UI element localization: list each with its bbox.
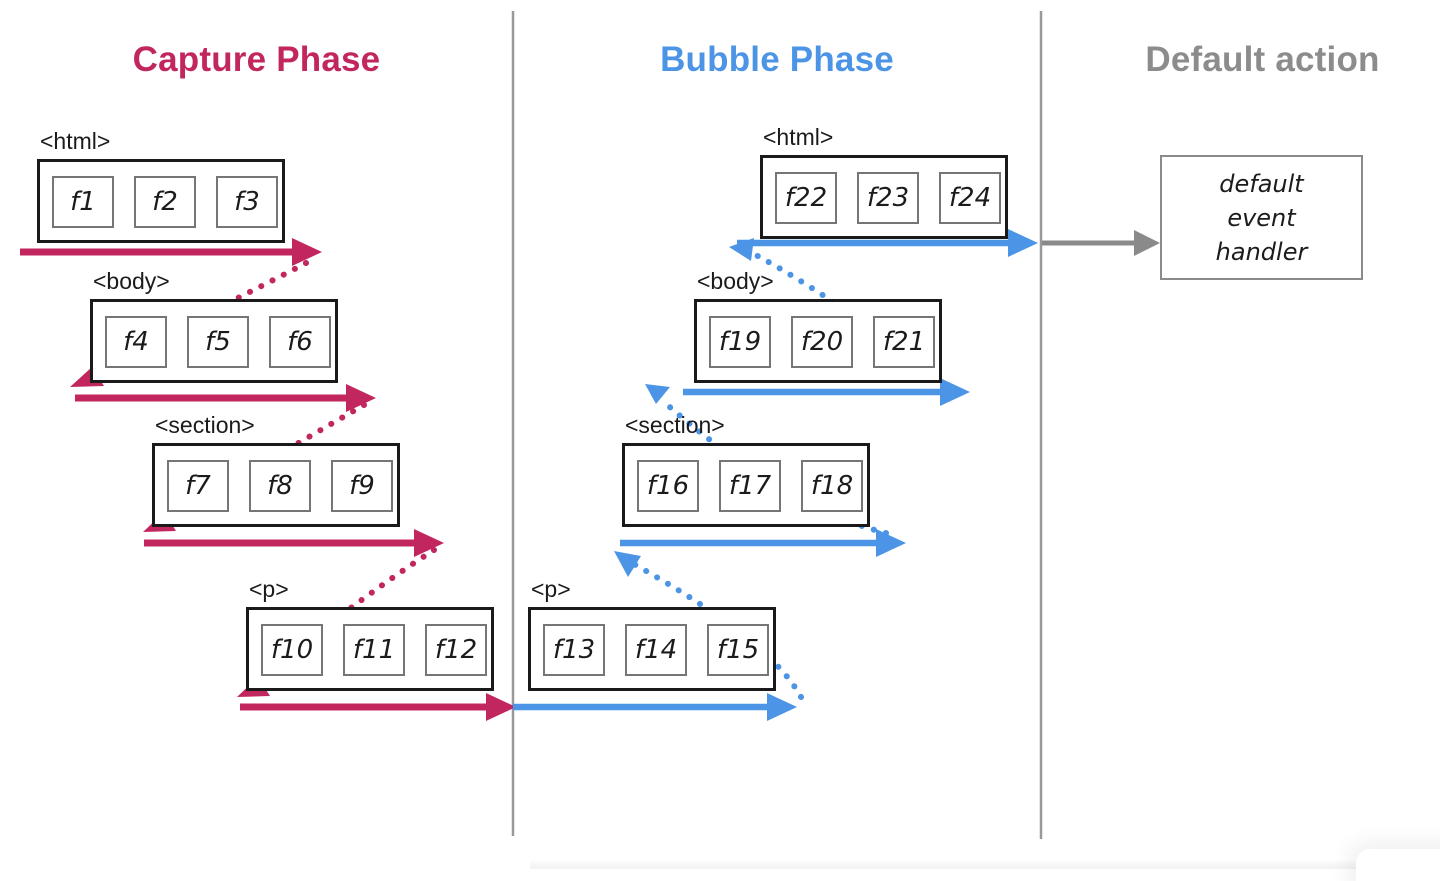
element-tag-label: <section> — [155, 412, 255, 438]
handler-f15: f15 — [707, 624, 769, 676]
handler-f1: f1 — [52, 176, 114, 228]
handler-f22: f22 — [775, 172, 837, 224]
element-tag-label: <p> — [249, 576, 289, 602]
capture-p-box: f10 f11 f12 — [246, 607, 494, 691]
bottom-edge-shading — [530, 861, 1440, 869]
bubble-node-p: <p> f13 f14 f15 — [528, 576, 776, 691]
handler-f3: f3 — [216, 176, 278, 228]
element-tag-label: <body> — [93, 268, 170, 294]
handler-f13: f13 — [543, 624, 605, 676]
bubble-node-html: <html> f22 f23 f24 — [760, 124, 1008, 239]
handler-f2: f2 — [134, 176, 196, 228]
bubble-node-section: <section> f16 f17 f18 — [622, 412, 870, 527]
element-tag-label: <p> — [531, 576, 571, 602]
handler-f23: f23 — [857, 172, 919, 224]
handler-f7: f7 — [167, 460, 229, 512]
capture-arrowhead-body — [346, 384, 376, 412]
handler-f12: f12 — [425, 624, 487, 676]
default-handler-line: handler — [1215, 237, 1308, 266]
handler-f16: f16 — [637, 460, 699, 512]
handler-f21: f21 — [873, 316, 935, 368]
handler-f9: f9 — [331, 460, 393, 512]
bubble-section-box: f16 f17 f18 — [622, 443, 870, 527]
capture-arrowhead-section — [414, 529, 444, 557]
bubble-arrowhead-html — [1008, 229, 1038, 257]
handler-f11: f11 — [343, 624, 405, 676]
capture-node-section: <section> f7 f8 f9 — [152, 412, 400, 527]
bubble-p-box: f13 f14 f15 — [528, 607, 776, 691]
bubble-node-body: <body> f19 f20 f21 — [694, 268, 942, 383]
capture-body-box: f4 f5 f6 — [90, 299, 338, 383]
default-action-title: Default action — [1145, 40, 1380, 79]
handler-f18: f18 — [801, 460, 863, 512]
bubble-html-box: f22 f23 f24 — [760, 155, 1008, 239]
default-arrowhead — [1134, 230, 1160, 256]
capture-phase-title: Capture Phase — [132, 40, 381, 79]
capture-arrowhead-html — [292, 238, 322, 266]
element-tag-label: <section> — [625, 412, 725, 438]
bubble-phase-title: Bubble Phase — [660, 40, 894, 79]
bubble-arrowhead-section — [876, 529, 906, 557]
capture-node-html: <html> f1 f2 f3 — [37, 128, 285, 243]
handler-f6: f6 — [269, 316, 331, 368]
handler-f8: f8 — [249, 460, 311, 512]
default-handler-line: default — [1219, 169, 1304, 198]
capture-solid-arrows — [20, 238, 516, 721]
default-action-arrow — [1042, 230, 1160, 256]
capture-html-box: f1 f2 f3 — [37, 159, 285, 243]
handler-f24: f24 — [939, 172, 1001, 224]
bottom-right-corner-artifact — [1356, 849, 1440, 881]
handler-f10: f10 — [261, 624, 323, 676]
element-tag-label: <body> — [697, 268, 774, 294]
handler-f5: f5 — [187, 316, 249, 368]
capture-node-body: <body> f4 f5 f6 — [90, 268, 338, 383]
handler-f17: f17 — [719, 460, 781, 512]
handler-f19: f19 — [709, 316, 771, 368]
bubble-arrowhead-p — [767, 693, 797, 721]
bubble-solid-arrows — [513, 229, 1038, 721]
default-event-handler-box: default event handler — [1160, 155, 1363, 280]
bubble-arrivehead-body — [645, 384, 670, 404]
default-handler-line: event — [1227, 203, 1296, 232]
capture-arrowhead-p — [486, 693, 516, 721]
element-tag-label: <html> — [763, 124, 834, 150]
bubble-body-box: f19 f20 f21 — [694, 299, 942, 383]
capture-node-p: <p> f10 f11 f12 — [246, 576, 494, 691]
element-tag-label: <html> — [40, 128, 111, 154]
handler-f20: f20 — [791, 316, 853, 368]
handler-f14: f14 — [625, 624, 687, 676]
bubble-arrowhead-body — [940, 378, 970, 406]
capture-section-box: f7 f8 f9 — [152, 443, 400, 527]
handler-f4: f4 — [105, 316, 167, 368]
bubble-arrivehead-section — [614, 551, 641, 577]
